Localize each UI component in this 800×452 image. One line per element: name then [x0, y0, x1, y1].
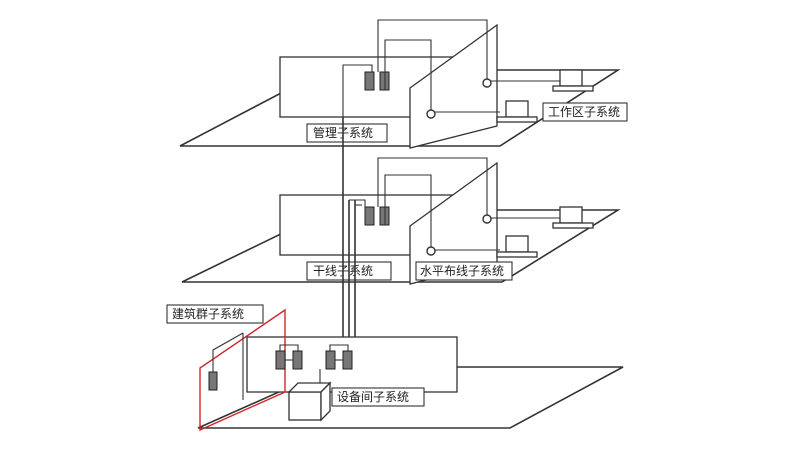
floor-top-frame-left — [364, 71, 375, 91]
floor-middle-terminal-1-base — [552, 222, 594, 229]
floor-middle-outlet-2 — [426, 246, 436, 256]
floor-bottom-frame-1 — [275, 350, 286, 370]
floor-top-terminal-2 — [505, 100, 529, 118]
floor-middle-frame-left — [364, 206, 375, 226]
horizontal-label: 水平布线子系统 — [420, 264, 504, 278]
building-group-partition — [199, 308, 286, 432]
work-area-label: 工作区子系统 — [548, 105, 620, 119]
floor-top-terminal-2-base — [496, 116, 538, 123]
building-group-label: 建筑群子系统 — [172, 306, 244, 321]
building-group-label-box — [166, 304, 264, 324]
management-label-box — [306, 123, 388, 143]
floor-bottom: 建筑群子系统 设备间子系统 — [166, 304, 624, 432]
backbone-risers — [342, 117, 366, 350]
floor-top-outlet-2 — [426, 109, 436, 119]
building-group-device — [208, 371, 218, 391]
equipment-room-label: 设备间子系统 — [337, 390, 409, 404]
floor-middle-terminal-2 — [505, 235, 529, 253]
floor-bottom-frame-2 — [292, 350, 303, 370]
floor-bottom-frame-3 — [325, 350, 336, 370]
floor-middle-outlet-1 — [482, 214, 492, 224]
work-area-label-box — [542, 102, 628, 122]
horizontal-label-box — [415, 261, 513, 281]
floor-bottom-frame-4 — [342, 350, 353, 370]
floor-top-terminal-1 — [559, 69, 583, 87]
floor-top-slab — [179, 69, 621, 147]
floor-top-outlet-1 — [482, 78, 492, 88]
floor-middle-terminal-2-base — [496, 251, 538, 258]
floor-middle: 干线子系统 水平布线子系统 — [181, 157, 621, 285]
equipment-cube-front — [288, 391, 322, 421]
floor-middle-terminal-1 — [559, 206, 583, 224]
floor-top-terminal-1-base — [552, 85, 594, 92]
floor-top: 管理子系统 工作区子系统 — [179, 19, 628, 149]
equipment-room-label-box — [331, 387, 425, 407]
equipment-cube-side — [320, 381, 331, 422]
